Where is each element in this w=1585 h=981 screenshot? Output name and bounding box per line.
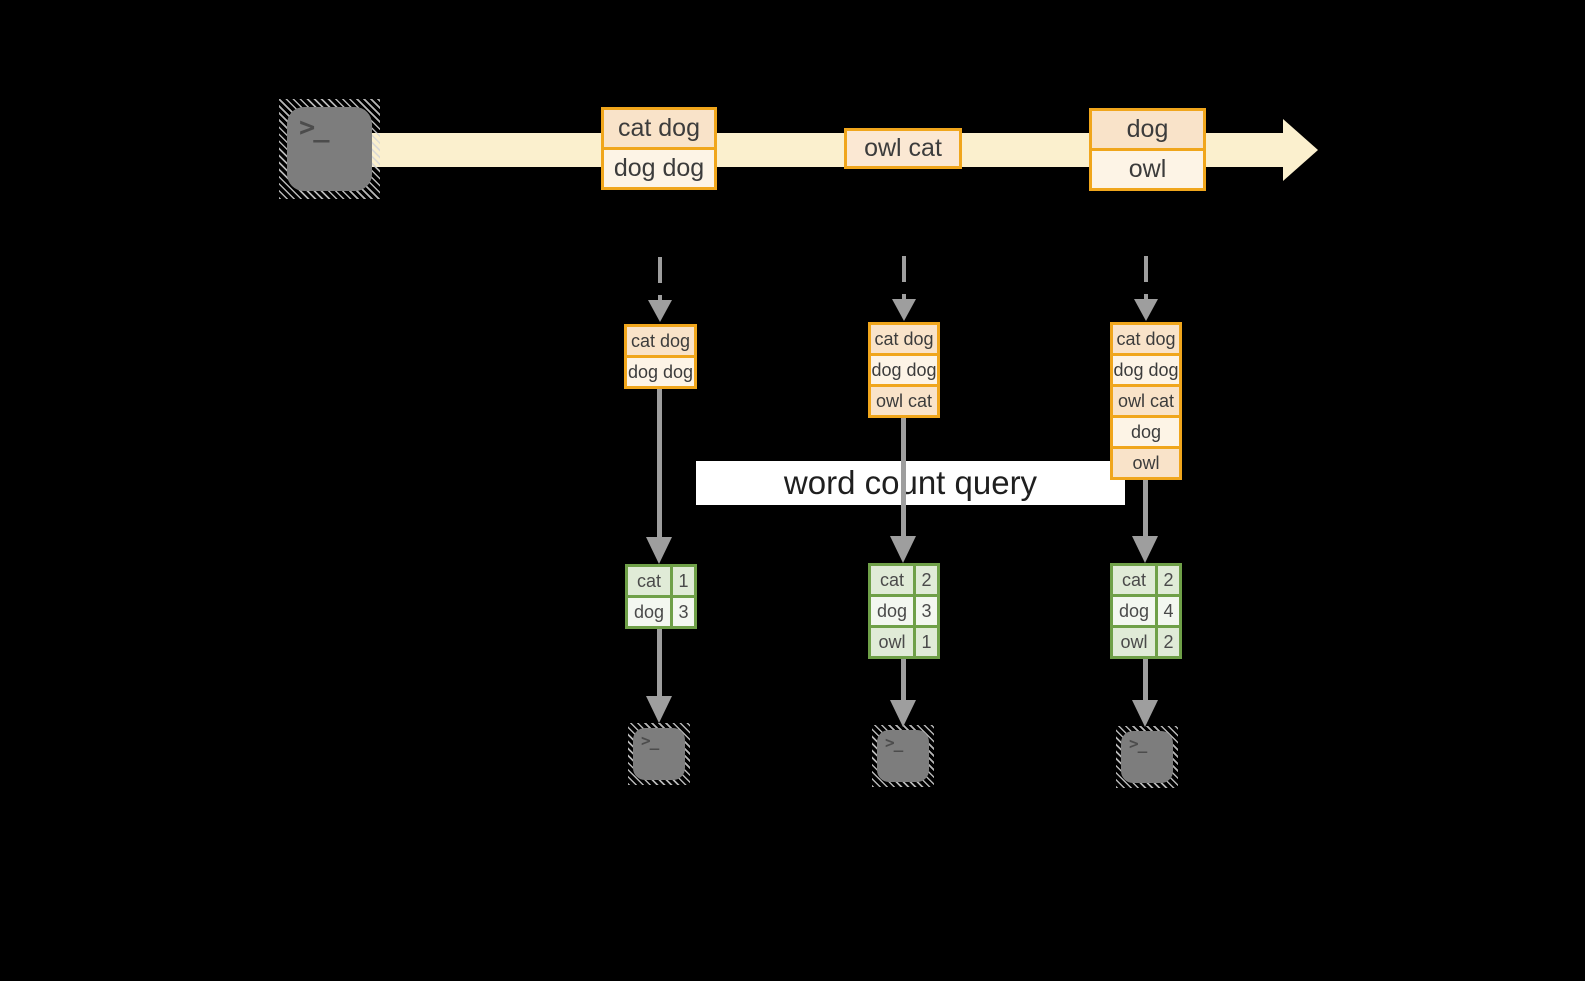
count-table-2: cat 2 dog 3 owl 1 xyxy=(868,563,940,659)
dashed-arrow-line xyxy=(1144,256,1148,300)
count-word: dog xyxy=(628,598,673,626)
state-entry: cat dog xyxy=(871,325,937,353)
state-stack-2: cat dog dog dog owl cat xyxy=(868,322,940,418)
state-entry: cat dog xyxy=(627,327,694,355)
sink-arrow-line xyxy=(657,629,662,696)
count-word: owl xyxy=(871,628,916,656)
count-row: dog 3 xyxy=(628,595,694,626)
terminal-prompt-icon: >_ xyxy=(885,733,903,752)
query-label-banner: word count query xyxy=(696,461,1125,505)
stream-arrowhead-icon xyxy=(1283,119,1318,181)
count-row: owl 1 xyxy=(871,625,937,656)
count-value: 2 xyxy=(916,566,937,594)
query-arrow-head-icon xyxy=(1132,536,1158,563)
stream-message-line: dog dog xyxy=(604,147,714,187)
stream-message-line: cat dog xyxy=(604,110,714,147)
stream-message-line: owl xyxy=(1092,148,1203,188)
stream-message-3: dog owl xyxy=(1089,108,1206,191)
count-row: cat 2 xyxy=(871,566,937,594)
state-entry: dog dog xyxy=(627,355,694,386)
sink-arrow-head-icon xyxy=(1132,700,1158,727)
query-arrow-line xyxy=(1143,479,1148,537)
query-label: word count query xyxy=(783,464,1038,501)
terminal-prompt-icon: >_ xyxy=(1129,734,1147,753)
sink-arrow-line xyxy=(1143,658,1148,700)
source-terminal-icon xyxy=(287,107,372,191)
stream-message-1: cat dog dog dog xyxy=(601,107,717,190)
sink-arrow-line xyxy=(901,659,906,700)
count-row: owl 2 xyxy=(1113,625,1179,656)
terminal-prompt-icon: >_ xyxy=(299,112,329,143)
count-word: dog xyxy=(871,597,916,625)
count-row: cat 1 xyxy=(628,567,694,595)
count-value: 4 xyxy=(1158,597,1179,625)
count-row: dog 4 xyxy=(1113,594,1179,625)
state-entry: owl cat xyxy=(1113,384,1179,415)
sink-terminal-icon xyxy=(1121,731,1173,783)
count-word: cat xyxy=(871,566,916,594)
count-value: 2 xyxy=(1158,566,1179,594)
dashed-arrow-head-icon xyxy=(1134,299,1158,321)
query-arrow-line xyxy=(657,388,662,538)
dashed-arrow-line xyxy=(902,256,906,300)
terminal-prompt-icon: >_ xyxy=(641,731,659,750)
count-value: 1 xyxy=(673,567,694,595)
dashed-arrow-head-icon xyxy=(892,299,916,321)
dashed-arrow-head-icon xyxy=(648,300,672,322)
count-value: 3 xyxy=(916,597,937,625)
count-word: owl xyxy=(1113,628,1158,656)
query-arrow-head-icon xyxy=(646,537,672,564)
sink-terminal-icon xyxy=(633,728,685,780)
query-arrow-head-icon xyxy=(890,536,916,563)
stream-message-line: dog xyxy=(1092,111,1203,148)
count-table-3: cat 2 dog 4 owl 2 xyxy=(1110,563,1182,659)
stream-message-2: owl cat xyxy=(844,128,962,169)
stream-message-line: owl cat xyxy=(847,131,959,166)
count-word: cat xyxy=(628,567,673,595)
state-stack-1: cat dog dog dog xyxy=(624,324,697,389)
state-stack-3: cat dog dog dog owl cat dog owl xyxy=(1110,322,1182,480)
state-entry: dog dog xyxy=(871,353,937,384)
count-row: dog 3 xyxy=(871,594,937,625)
query-arrow-line xyxy=(901,417,906,537)
count-table-1: cat 1 dog 3 xyxy=(625,564,697,629)
count-value: 1 xyxy=(916,628,937,656)
state-entry: dog dog xyxy=(1113,353,1179,384)
sink-arrow-head-icon xyxy=(890,700,916,727)
state-entry: owl xyxy=(1113,446,1179,477)
dashed-arrow-line xyxy=(658,257,662,301)
sink-terminal-icon xyxy=(877,730,929,782)
count-word: cat xyxy=(1113,566,1158,594)
state-entry: dog xyxy=(1113,415,1179,446)
count-value: 2 xyxy=(1158,628,1179,656)
sink-arrow-head-icon xyxy=(646,696,672,723)
count-word: dog xyxy=(1113,597,1158,625)
count-row: cat 2 xyxy=(1113,566,1179,594)
count-value: 3 xyxy=(673,598,694,626)
state-entry: cat dog xyxy=(1113,325,1179,353)
state-entry: owl cat xyxy=(871,384,937,415)
